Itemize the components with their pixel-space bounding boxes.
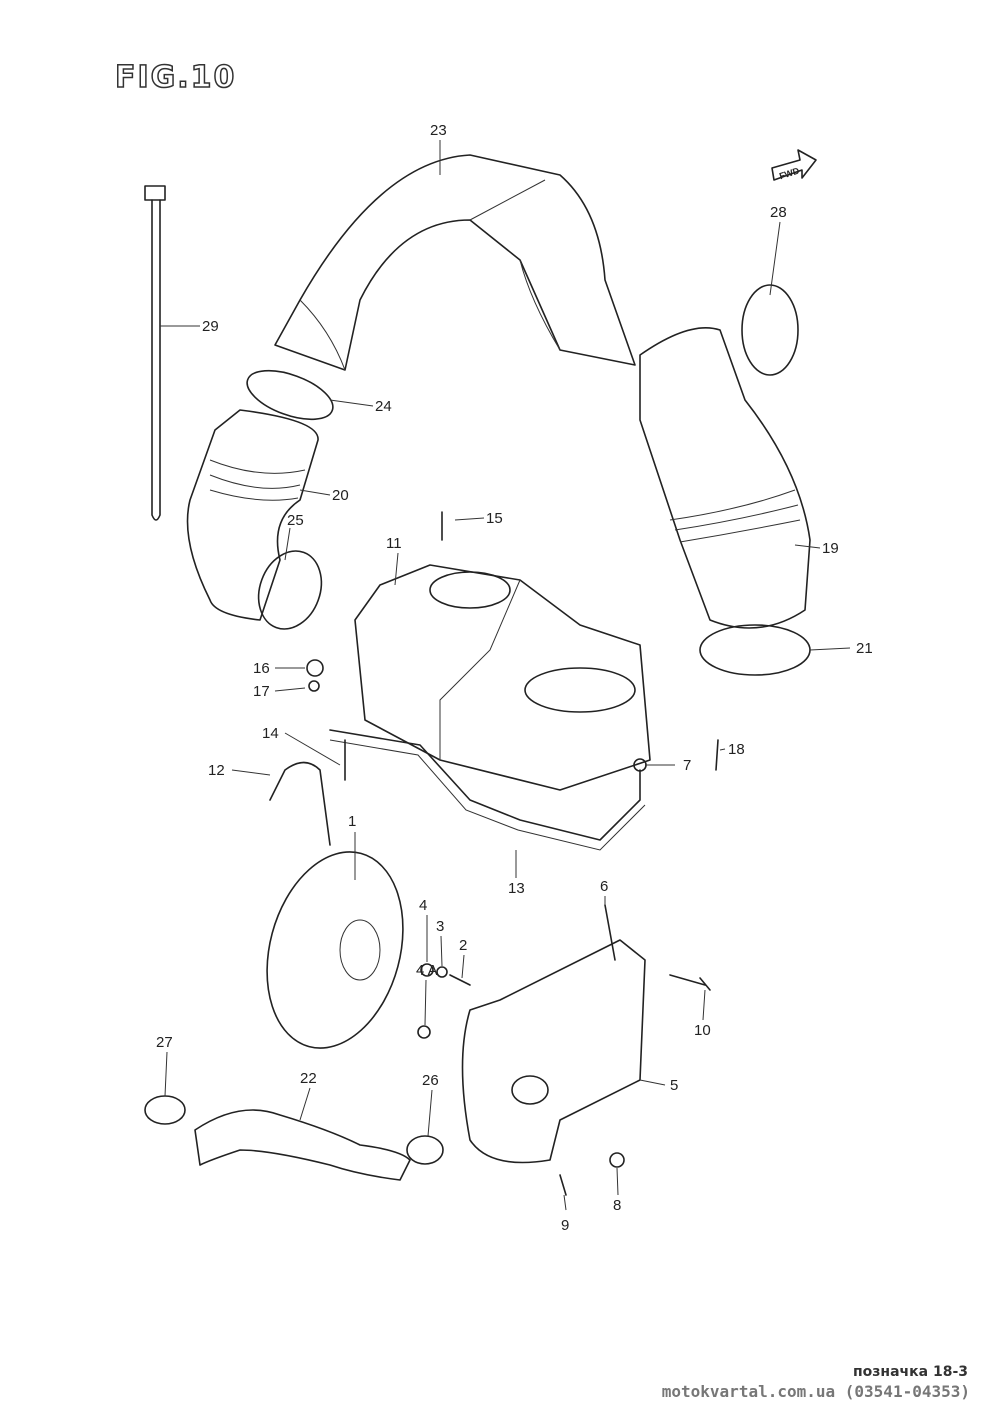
callout-10: 10 xyxy=(694,1022,711,1039)
callout-26: 26 xyxy=(422,1072,439,1089)
bolt-2 xyxy=(449,974,471,986)
duct-23 xyxy=(274,154,636,371)
callout-16: 16 xyxy=(253,660,270,677)
callout-23: 23 xyxy=(430,122,447,139)
callout-28: 28 xyxy=(770,204,787,221)
callout-6: 6 xyxy=(600,878,608,895)
bracket-12 xyxy=(269,761,331,846)
footer-site: motokvartal.com.ua (03541-04353) xyxy=(661,1382,970,1401)
callout-20: 20 xyxy=(332,487,349,504)
figure-title: FIG.10 xyxy=(114,59,237,96)
clamp-27 xyxy=(144,1095,186,1125)
cap-8 xyxy=(609,1152,625,1168)
nut-4 xyxy=(420,963,434,977)
callout-4a: 4 A xyxy=(416,962,438,979)
bolt-6 xyxy=(604,904,616,961)
callout-7: 7 xyxy=(683,757,691,774)
screw-18 xyxy=(715,739,719,771)
callout-25: 25 xyxy=(287,512,304,529)
nut-4a xyxy=(417,1025,431,1039)
clamp-25 xyxy=(257,550,323,630)
callout-21: 21 xyxy=(856,640,873,657)
clamp-28 xyxy=(741,284,799,376)
hose-19 xyxy=(639,327,811,629)
callout-2: 2 xyxy=(459,937,467,954)
gasket-21 xyxy=(699,624,811,676)
callout-14: 14 xyxy=(262,725,279,742)
fwd-arrow-icon: FWD xyxy=(771,149,817,181)
callout-13: 13 xyxy=(508,880,525,897)
callout-24: 24 xyxy=(375,398,392,415)
seal-13 xyxy=(329,729,641,841)
callout-3: 3 xyxy=(436,918,444,935)
hose-22 xyxy=(194,1109,411,1181)
callout-1: 1 xyxy=(348,813,356,830)
callout-19: 19 xyxy=(822,540,839,557)
air-box-cover-11 xyxy=(354,564,651,791)
fan-1 xyxy=(266,851,404,1049)
washer-3 xyxy=(436,966,448,978)
callout-22: 22 xyxy=(300,1070,317,1087)
callout-9: 9 xyxy=(561,1217,569,1234)
clamp-26 xyxy=(406,1135,444,1165)
callout-8: 8 xyxy=(613,1197,621,1214)
fan-housing-5 xyxy=(461,939,646,1164)
bolt-9 xyxy=(559,1174,567,1196)
hose-20 xyxy=(186,409,319,621)
footer-reference: позначка 18-3 xyxy=(852,1364,968,1380)
callout-12: 12 xyxy=(208,762,225,779)
callout-18: 18 xyxy=(728,741,745,758)
callout-29: 29 xyxy=(202,318,219,335)
nut-16 xyxy=(306,659,324,677)
callout-17: 17 xyxy=(253,683,270,700)
cable-tie-29 xyxy=(144,185,166,521)
callout-11: 11 xyxy=(386,535,402,552)
washer-17 xyxy=(308,680,320,692)
callout-4: 4 xyxy=(419,897,427,914)
callout-27: 27 xyxy=(156,1034,173,1051)
callout-5: 5 xyxy=(670,1077,678,1094)
gasket-24 xyxy=(246,369,334,421)
bolt-10 xyxy=(669,974,711,991)
fwd-label: FWD xyxy=(778,165,801,181)
callout-15: 15 xyxy=(486,510,503,527)
